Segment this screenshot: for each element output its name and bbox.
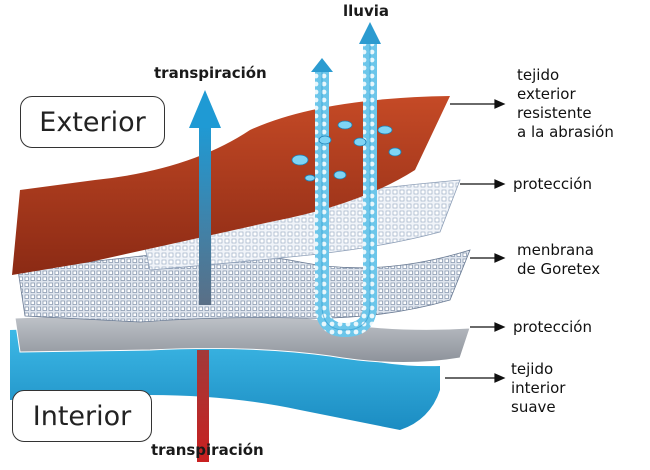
sweat-top-label: transpiración: [154, 64, 267, 82]
layer-label-protection-lower: protección: [513, 318, 592, 336]
sweat-arrow-shaft: [199, 125, 211, 305]
sweat-bottom-label: transpiración: [151, 441, 264, 459]
exterior-box: Exterior: [20, 96, 165, 148]
water-droplet-icon: [291, 120, 402, 182]
sweat-arrow-icon: [189, 90, 221, 128]
interior-box: Interior: [12, 390, 152, 442]
sweat-down-icon: [197, 350, 209, 462]
rain-arrowhead-left: [311, 58, 333, 72]
rain-arrowhead: [359, 22, 381, 44]
rain-label: lluvia: [343, 2, 390, 20]
rain-arrow-outline: [321, 42, 371, 331]
layer-label-membrane: menbrana de Goretex: [517, 241, 601, 278]
leader-lines: [445, 99, 506, 383]
layer-label-protection-upper: protección: [513, 175, 592, 193]
layer-label-outer: tejido exterior resistente a la abrasión: [517, 66, 614, 141]
outer-abrasion-resistant-layer: [12, 96, 450, 275]
layer-label-inner: tejido interior suave: [511, 360, 566, 416]
